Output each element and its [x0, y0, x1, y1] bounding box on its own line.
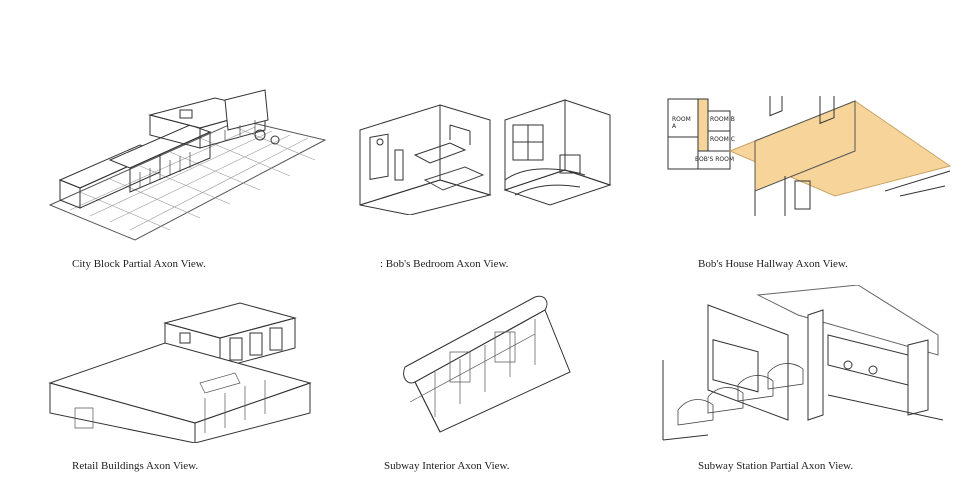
caption-retail: Retail Buildings Axon View.: [72, 460, 199, 472]
floor-plan: [668, 99, 730, 169]
caption-subway-station: Subway Station Partial Axon View.: [698, 460, 854, 472]
caption-subway-interior: Subway Interior Axon View.: [384, 460, 510, 472]
floorplan-label-room-b: ROOM B: [710, 116, 735, 123]
caption-hallway: Bob's House Hallway Axon View.: [698, 258, 848, 270]
floorplan-label-room-c: ROOM C: [710, 136, 735, 143]
floorplan-label-room-a: ROOM A: [672, 116, 691, 130]
caption-city-block: City Block Partial Axon View.: [72, 258, 206, 270]
hallway-drawing: ROOM A ROOM B ROOM C BOB'S ROOM: [665, 96, 955, 216]
subway-station-drawing: [658, 285, 948, 445]
subway-interior-drawing: [395, 292, 575, 437]
bedroom-drawing: [355, 95, 615, 215]
floorplan-label-bobs-room: BOB'S ROOM: [695, 156, 735, 163]
retail-drawing: [45, 298, 315, 443]
city-block-drawing: [40, 80, 330, 250]
caption-bedroom: : Bob's Bedroom Axon View.: [380, 258, 509, 270]
